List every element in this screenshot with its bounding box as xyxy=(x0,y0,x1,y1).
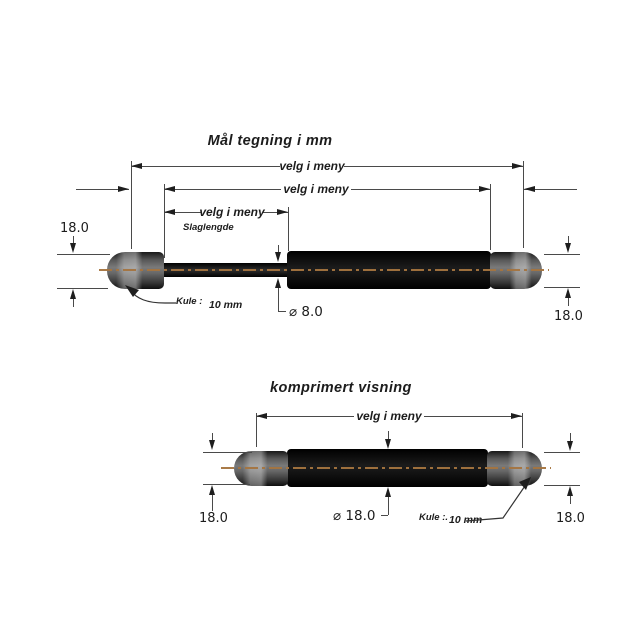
arrowhead-down-icon xyxy=(385,439,391,449)
extension-line xyxy=(522,413,523,448)
extension-line xyxy=(523,161,524,248)
arrowhead-up-icon xyxy=(385,487,391,497)
dimension-line xyxy=(568,298,569,306)
dimension-line xyxy=(212,495,213,511)
arrowhead-down-icon xyxy=(275,252,281,262)
dimension-line xyxy=(131,166,280,167)
dimension-line xyxy=(256,416,354,417)
arrowhead-right-icon xyxy=(277,209,288,215)
dimension-line xyxy=(424,416,522,417)
arrowhead-right-icon xyxy=(118,186,129,192)
arrowhead-left-icon xyxy=(524,186,535,192)
leader-line xyxy=(278,288,279,311)
reference-line xyxy=(203,484,250,485)
ball-label: Kule : xyxy=(176,296,203,307)
arrowhead-up-icon xyxy=(565,288,571,298)
arrowhead-up-icon xyxy=(70,289,76,299)
arrowhead-left-icon xyxy=(131,163,142,169)
centerline xyxy=(221,467,551,469)
dimension-line xyxy=(164,212,201,213)
arrowhead-up-icon xyxy=(567,486,573,496)
ball-label: Kule :. xyxy=(419,512,449,523)
reference-line xyxy=(544,287,580,288)
right-end-diameter-value: 18.0 xyxy=(556,511,585,526)
dimension-line xyxy=(76,189,129,190)
dimension-line xyxy=(351,189,490,190)
arrowhead-left-icon xyxy=(256,413,267,419)
arrowhead-down-icon xyxy=(209,440,215,450)
compressed-view-title: komprimert visning xyxy=(270,380,412,396)
dimension-line xyxy=(164,189,281,190)
dimension-line xyxy=(73,299,74,307)
leader-line xyxy=(381,515,388,516)
arrowhead-right-icon xyxy=(511,413,522,419)
arrowhead-right-icon xyxy=(479,186,490,192)
left-end-diameter-value: 18.0 xyxy=(60,221,89,236)
dim-total-label: velg i meny xyxy=(279,159,345,173)
reference-line xyxy=(203,452,252,453)
right-end-diameter-value: 18.0 xyxy=(554,309,583,324)
reference-line xyxy=(57,288,108,289)
arrowhead-down-icon xyxy=(565,243,571,253)
extension-line xyxy=(256,413,257,447)
reference-line xyxy=(57,254,110,255)
centerline xyxy=(99,269,549,271)
arrowhead-down-icon xyxy=(567,441,573,451)
left-end-diameter-value: 18.0 xyxy=(199,511,228,526)
dimension-line xyxy=(344,166,523,167)
dim-stroke-label: velg i meny xyxy=(199,205,265,219)
rod-diameter-value: ⌀ 8.0 xyxy=(289,304,323,320)
leader-line xyxy=(388,497,389,515)
extension-line xyxy=(490,184,491,250)
ball-size-value: 10 mm xyxy=(209,299,243,311)
dimension-line xyxy=(212,433,213,443)
dimension-line xyxy=(388,431,389,440)
arrowhead-up-icon xyxy=(275,278,281,288)
dimension-line xyxy=(568,236,569,244)
dimension-line xyxy=(263,212,288,213)
dim-inner-label: velg i meny xyxy=(283,182,349,196)
extension-line xyxy=(164,184,165,258)
reference-line xyxy=(544,485,580,486)
extension-line xyxy=(288,207,289,251)
ball-leader-curve xyxy=(129,289,176,304)
reference-line xyxy=(544,254,580,255)
dimension-line xyxy=(570,496,571,504)
dim-length-label: velg i meny xyxy=(356,409,422,423)
stroke-caption: Slaglengde xyxy=(183,222,234,233)
dimension-line xyxy=(570,433,571,441)
dimension-line xyxy=(73,236,74,245)
ball-size-value: 10 mm xyxy=(449,514,483,526)
extension-line xyxy=(131,161,132,249)
tube-diameter-value: ⌀ 18.0 xyxy=(333,508,376,524)
arrowhead-left-icon xyxy=(164,209,175,215)
dimension-line xyxy=(278,245,279,252)
extended-view-title: Mål tegning i mm xyxy=(207,133,333,149)
dimension-line xyxy=(524,189,577,190)
leader-line xyxy=(278,311,286,312)
arrowhead-up-icon xyxy=(209,485,215,495)
arrowhead-right-icon xyxy=(512,163,523,169)
arrowhead-down-icon xyxy=(70,243,76,253)
reference-line xyxy=(544,452,580,453)
arrowhead-left-icon xyxy=(164,186,175,192)
